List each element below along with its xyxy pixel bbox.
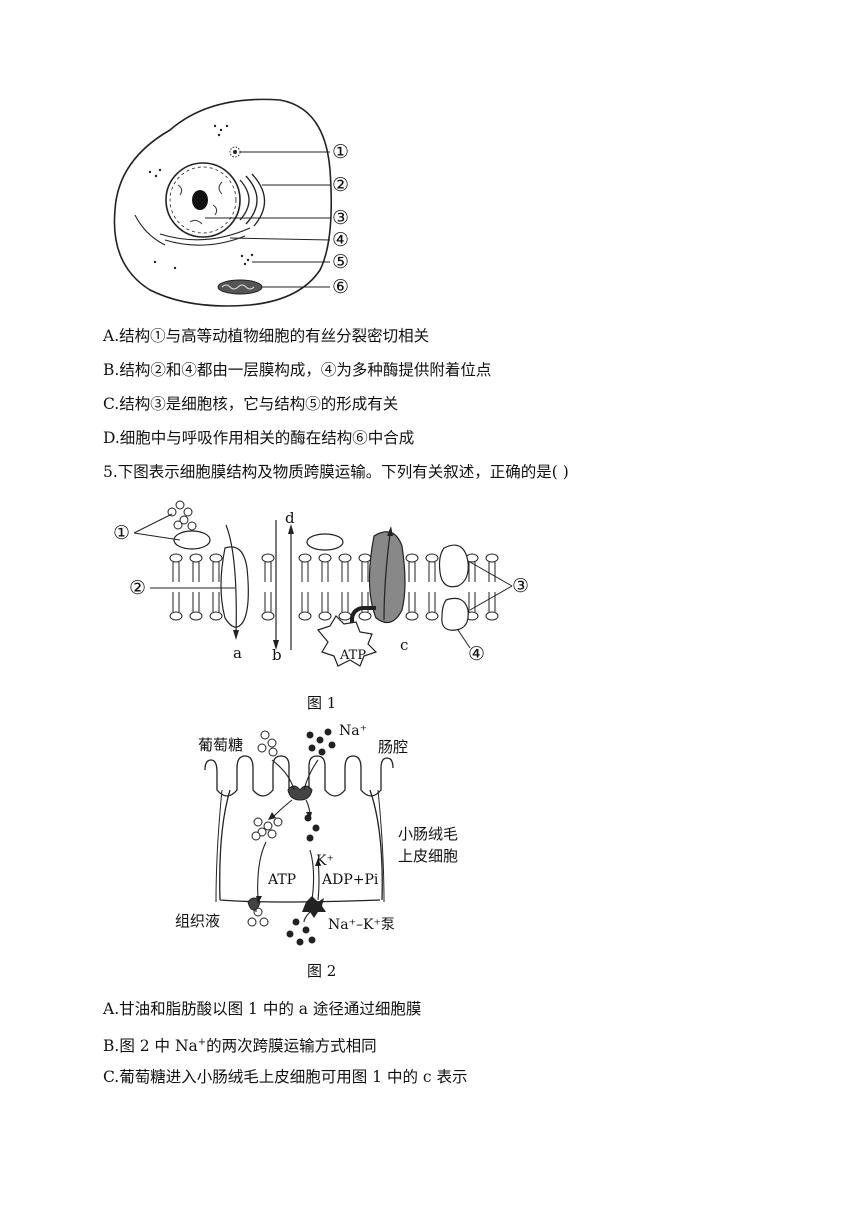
q5-option-b-sup: +: [197, 1037, 207, 1048]
fig2-tissue-fluid-label: 组织液: [175, 912, 221, 930]
fig2-na-label: Na⁺: [339, 723, 367, 739]
carrier-protein-c: [368, 531, 406, 624]
q5-option-a: A.甘油和脂肪酸以图 1 中的 a 途径通过细胞膜: [103, 1000, 422, 1018]
endoplasmic-reticulum: [134, 214, 251, 246]
q5-option-b-post: 的两次跨膜运输方式相同: [206, 1037, 377, 1056]
cell-marker-2: ②: [332, 174, 350, 196]
q5-option-c: C.葡萄糖进入小肠绒毛上皮细胞可用图 1 中的 c 表示: [103, 1068, 468, 1086]
fig1-caption: 图 1: [307, 694, 337, 712]
fig2-caption: 图 2: [307, 962, 337, 980]
fig1-marker-4: ④: [468, 643, 486, 665]
cell-marker-3: ③: [332, 207, 350, 229]
fig2-cell-label-1: 小肠绒毛: [398, 825, 459, 843]
fig2-atp-label: ATP: [268, 872, 297, 888]
q4-option-b: B.结构②和④都由一层膜构成，④为多种酶提供附着位点: [103, 361, 492, 379]
q5-stem: 5.下图表示细胞膜结构及物质跨膜运输。下列有关叙述，正确的是( ): [103, 463, 569, 481]
cell-marker-4: ④: [332, 229, 350, 251]
fig2-glucose-label: 葡萄糖: [198, 736, 244, 754]
fig1-marker-2: ②: [129, 577, 147, 599]
fig1-letter-c: c: [400, 636, 409, 654]
nucleolus: [192, 190, 208, 210]
q5-option-b: B.图 2 中 Na+的两次跨膜运输方式相同: [103, 1033, 377, 1056]
fig2-adp-label: ADP+Pi: [322, 872, 379, 888]
fig1-atp-label: ATP: [340, 648, 367, 663]
golgi: [239, 173, 266, 227]
q4-option-c: C.结构③是细胞核，它与结构⑤的形成有关: [103, 395, 399, 413]
cell-membrane: [113, 98, 333, 307]
fig1-letter-d: d: [285, 509, 295, 527]
centrosome: [229, 146, 241, 158]
fig2-lumen-label: 肠腔: [378, 738, 409, 756]
fig2-pump-label: Na⁺–K⁺泵: [328, 917, 395, 933]
mitochondrion: [217, 279, 263, 295]
fig1-letter-a: a: [233, 644, 242, 662]
fig1-letter-b: b: [272, 646, 282, 664]
fig2-cell-label-2: 上皮细胞: [398, 847, 459, 865]
q4-option-a: A.结构①与高等动植物细胞的有丝分裂密切相关: [103, 327, 430, 345]
fig1-marker-3: ③: [512, 575, 530, 597]
fig1-marker-1: ①: [113, 522, 131, 544]
fig2-k-label: K⁺: [316, 853, 334, 869]
nucleus: [165, 162, 241, 238]
cell-marker-6: ⑥: [332, 276, 350, 298]
q4-option-d: D.细胞中与呼吸作用相关的酶在结构⑥中合成: [103, 429, 415, 447]
q5-option-b-pre: B.图 2 中 Na: [103, 1037, 198, 1056]
cell-marker-1: ①: [332, 141, 350, 163]
cell-marker-5: ⑤: [332, 251, 350, 273]
